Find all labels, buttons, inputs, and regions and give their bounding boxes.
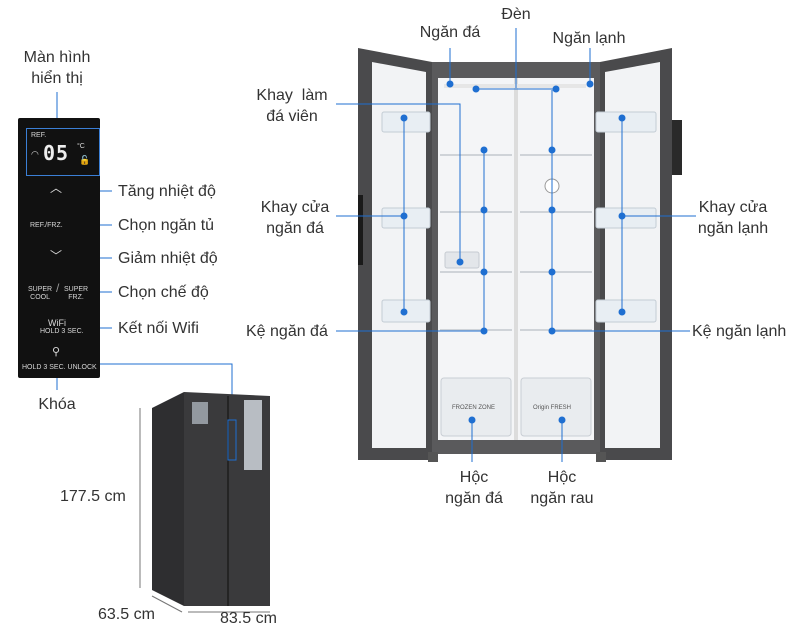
- super-cool-button[interactable]: SUPER COOL: [28, 286, 53, 301]
- mode-separator: /: [56, 281, 60, 295]
- label-decrease-temp: Giảm nhiệt độ: [118, 250, 218, 267]
- lock-indicator-icon: 🔓: [79, 155, 91, 165]
- ref-frz-button[interactable]: REF./FRZ.: [30, 222, 63, 229]
- super-frz-button[interactable]: SUPER FRZ.: [64, 286, 89, 301]
- label-display-screen: Màn hình hiển thị: [10, 47, 104, 89]
- display-screen: REF. ◠ 05 °C 🔓: [26, 128, 100, 176]
- fridge-door-hinge: [672, 120, 682, 175]
- label-line: hiển thị: [31, 70, 83, 87]
- closed-fridge-sticker: [244, 400, 262, 470]
- fridge-door-bins: [595, 111, 657, 323]
- label-line: ngăn lạnh: [697, 220, 769, 237]
- fridge-shelves: [520, 154, 592, 331]
- label-line: Khay cửa: [260, 199, 330, 216]
- label-line: Màn hình: [23, 49, 91, 66]
- freezer-shelves: [440, 154, 512, 331]
- feet: [428, 452, 606, 462]
- temperature-digits: 05: [43, 141, 70, 165]
- label-wifi: Kết nối Wifi: [118, 320, 199, 337]
- label-line: Hộc: [547, 469, 577, 486]
- label-fridge-compartment: Ngăn lạnh: [552, 30, 626, 47]
- wifi-icon: ◠: [31, 149, 39, 159]
- label-line: Khay làm: [256, 87, 328, 104]
- label-fridge-shelf: Kệ ngăn lạnh: [692, 323, 787, 340]
- label-select-mode: Chọn chế độ: [118, 284, 209, 301]
- callout-dots: [54, 80, 626, 424]
- freezer-drawer-text: FROZEN ZONE: [452, 405, 495, 411]
- label-line: ngăn đá: [266, 220, 324, 237]
- label-freezer-shelf: Kệ ngăn đá: [246, 323, 328, 340]
- chevron-up-icon[interactable]: ︿: [50, 181, 63, 195]
- freezer-door-handle: [358, 195, 363, 265]
- freezer-door-inner: [372, 62, 426, 448]
- lock-button-icon[interactable]: ⚲: [52, 346, 61, 358]
- dimension-height: 177.5 cm: [60, 488, 126, 505]
- dimension-lines: [139, 408, 270, 613]
- label-light: Đèn: [501, 6, 531, 23]
- crisper-drawer-text: Origin FRESH: [533, 405, 572, 411]
- label-freezer-door-tray: Khay cửa ngăn đá: [250, 197, 340, 239]
- label-line: Hộc: [459, 469, 489, 486]
- label-freezer-compartment: Ngăn đá: [419, 24, 481, 41]
- chevron-down-icon[interactable]: ﹀: [50, 249, 63, 263]
- label-increase-temp: Tăng nhiệt độ: [118, 183, 216, 200]
- unlock-hold-text: HOLD 3 SEC. UNLOCK: [22, 364, 97, 371]
- label-select-compartment: Chọn ngăn tủ: [118, 217, 215, 234]
- label-lock: Khóa: [38, 396, 76, 413]
- label-fridge-door-tray: Khay cửa ngăn lạnh: [688, 197, 778, 239]
- label-line: ngăn rau: [530, 490, 594, 507]
- control-panel: REF. ◠ 05 °C 🔓 ︿ REF./FRZ. ﹀ SUPER COOL …: [18, 118, 100, 378]
- label-ice-tray: Khay làm đá viên: [246, 85, 338, 127]
- light-bar: [444, 84, 586, 88]
- closed-fridge-side: [152, 392, 184, 606]
- dimension-width: 83.5 cm: [220, 610, 277, 627]
- crisper-drawer: [520, 377, 592, 437]
- wifi-button[interactable]: WiFi: [48, 318, 66, 328]
- closed-fridge-label: [192, 402, 208, 424]
- ref-indicator: REF.: [31, 132, 47, 139]
- freezer-drawer: [440, 377, 512, 437]
- dimension-depth: 63.5 cm: [98, 606, 155, 623]
- closed-fridge-panel-marker: [227, 419, 237, 461]
- center-divider: [514, 78, 518, 440]
- label-veg-drawer: Hộc ngăn rau: [520, 467, 604, 509]
- label-freezer-drawer: Hộc ngăn đá: [432, 467, 516, 509]
- unit-indicator: °C: [77, 143, 85, 150]
- wifi-hold-text: HOLD 3 SEC.: [40, 328, 84, 335]
- label-line: đá viên: [266, 108, 318, 125]
- label-line: Khay cửa: [698, 199, 768, 216]
- label-line: ngăn đá: [445, 490, 503, 507]
- fridge-door-inner: [605, 62, 660, 448]
